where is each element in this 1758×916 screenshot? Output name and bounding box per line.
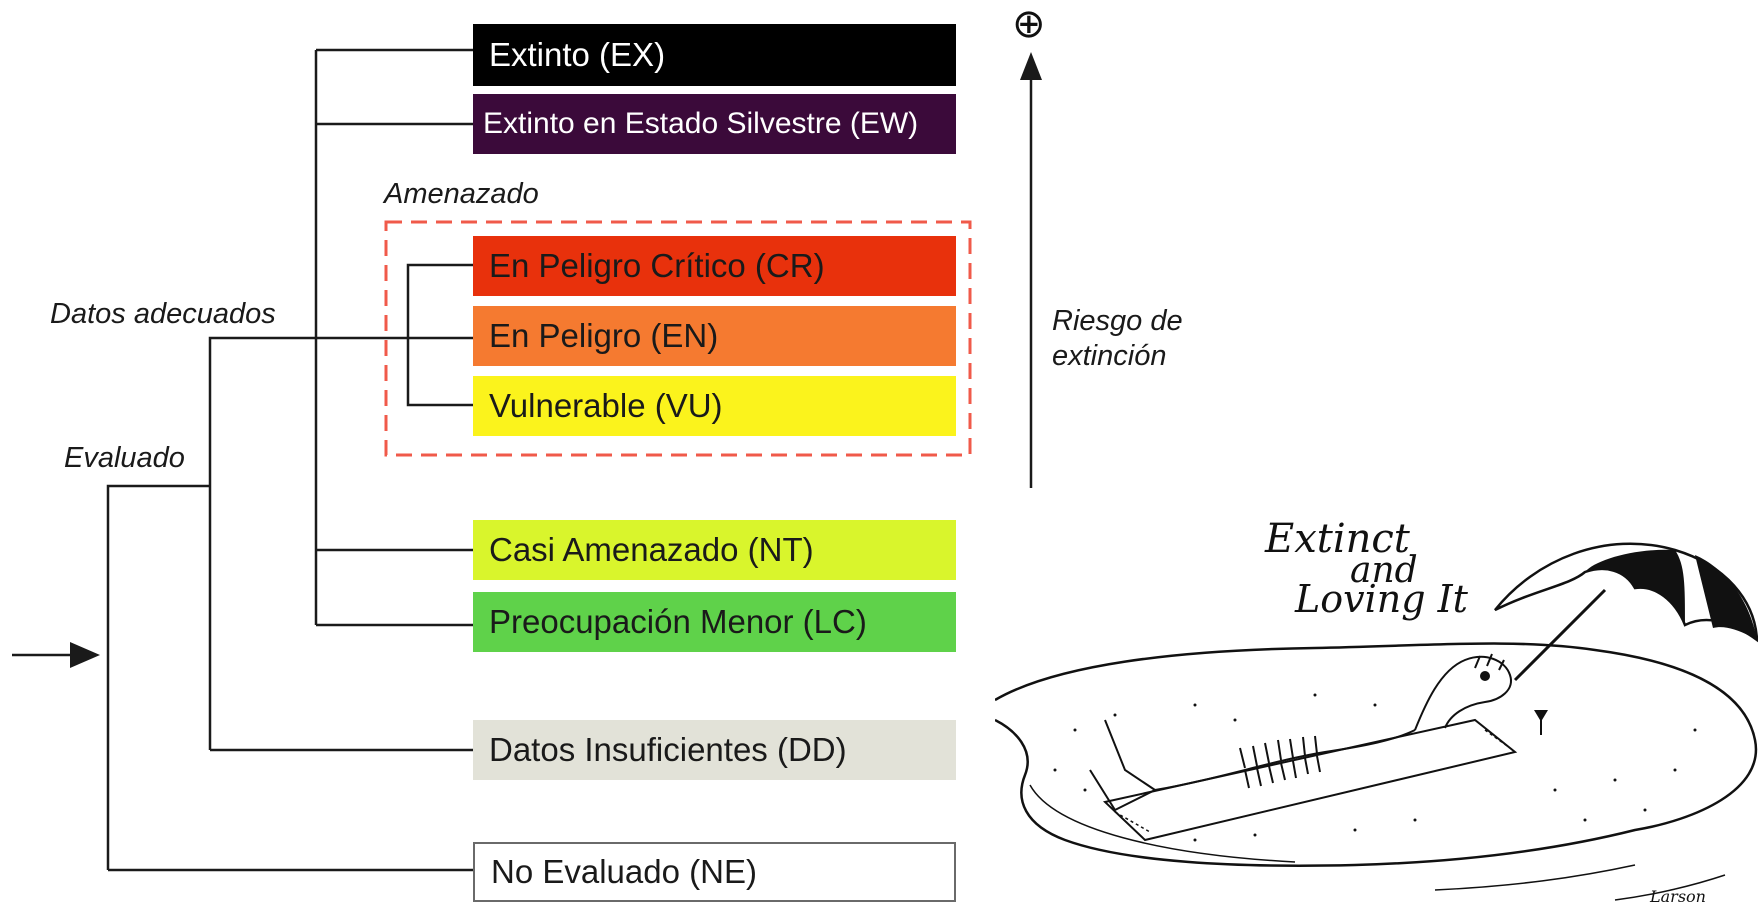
skull-eye (1480, 671, 1490, 681)
risk-label-line1: Riesgo de (1052, 305, 1183, 337)
water-ripple (1434, 864, 1636, 891)
category-nt: Casi Amenazado (NT) (473, 520, 956, 580)
cartoon-title-line1: Extinct (1264, 516, 1411, 562)
sand-texture (1053, 693, 1697, 842)
threatened-dashed-box (384, 220, 972, 457)
entry-arrow-head (70, 642, 100, 668)
dinosaur-skeleton (1089, 653, 1512, 812)
cartoon-title-line3: Loving It (1294, 577, 1469, 621)
risk-axis-arrow-head (1020, 52, 1042, 80)
beach-towel (1102, 718, 1518, 842)
adequate-data-label: Datos adecuados (50, 298, 276, 330)
sunscreen-bottle (1534, 710, 1548, 735)
water-ripple (1614, 874, 1726, 901)
category-ex: Extinto (EX) (473, 24, 956, 86)
plus-icon: ⊕ (1012, 2, 1046, 46)
extinct-cartoon: Extinct and Loving It Larson (995, 516, 1758, 906)
category-lc: Preocupación Menor (LC) (473, 592, 956, 652)
evaluated-branch (106, 484, 210, 870)
adequate-data-branch (208, 336, 316, 750)
threatened-branch (406, 263, 473, 407)
cartoon-title-line2: and (1350, 550, 1418, 591)
cartoon-signature: Larson (1649, 887, 1706, 906)
beach-umbrella (1494, 542, 1758, 682)
water-ripple (1029, 784, 1296, 863)
category-dd: Datos Insuficientes (DD) (473, 720, 956, 780)
risk-label-line2: extinción (1052, 340, 1167, 372)
island-outline (995, 642, 1758, 867)
category-ne: No Evaluado (NE) (473, 842, 956, 902)
threatened-label: Amenazado (384, 178, 539, 210)
category-en: En Peligro (EN) (473, 306, 956, 366)
category-vu: Vulnerable (VU) (473, 376, 956, 436)
category-cr: En Peligro Crítico (CR) (473, 236, 956, 296)
evaluated-label: Evaluado (64, 442, 185, 474)
category-ew: Extinto en Estado Silvestre (EW) (473, 94, 956, 154)
